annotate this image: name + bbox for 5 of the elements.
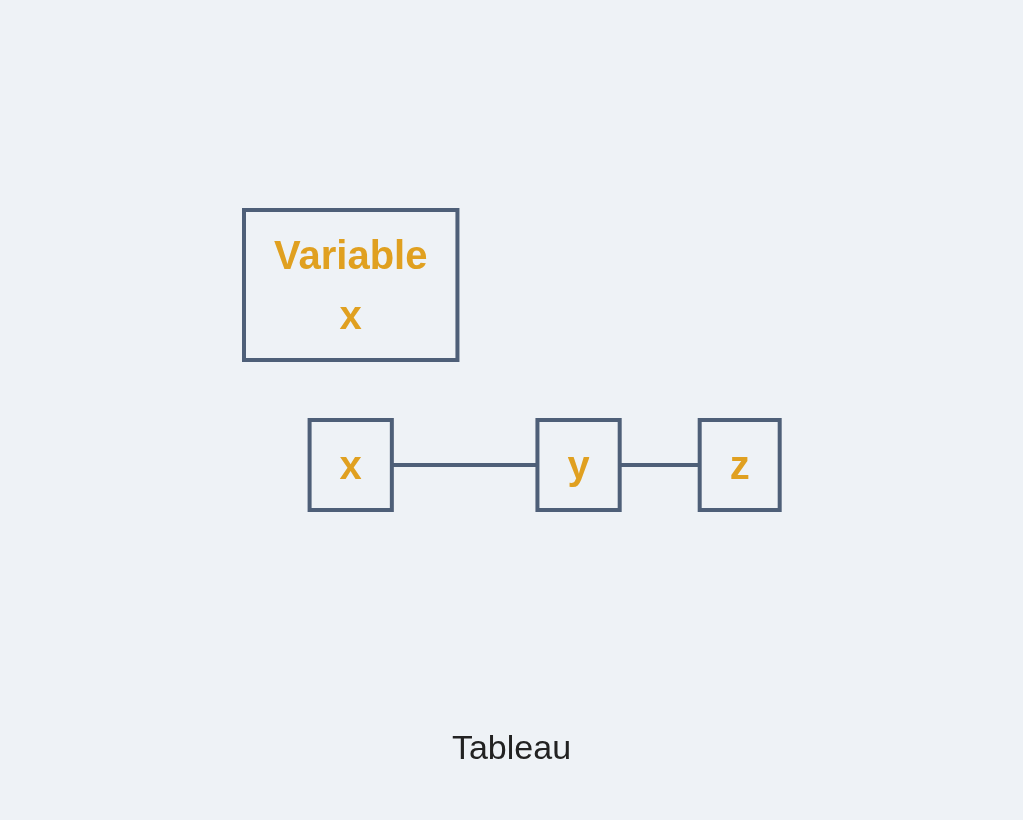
node-box: x <box>307 418 394 512</box>
node-box: y <box>535 418 622 512</box>
array-label: Tableau <box>450 728 573 767</box>
node-box: Variable x <box>241 208 460 362</box>
node-box: z <box>697 418 782 512</box>
